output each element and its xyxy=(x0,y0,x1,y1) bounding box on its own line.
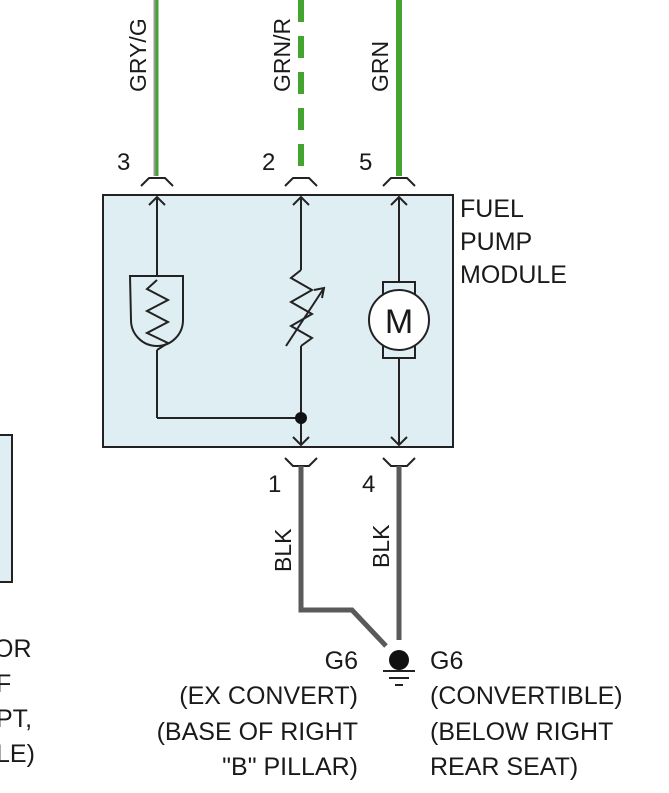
left-text-line-4: LE) xyxy=(0,740,35,768)
wire-label-grn-r: GRN/R xyxy=(269,18,295,92)
ground-symbol xyxy=(383,650,415,686)
module-label-line-1: FUEL xyxy=(460,195,524,223)
pin-1-label: 1 xyxy=(268,471,281,498)
bottom-connector-terminals xyxy=(284,457,416,467)
left-text-line-3: PT, xyxy=(0,705,32,733)
module-label-line-3: MODULE xyxy=(460,261,567,289)
ground-right-line-1: (CONVERTIBLE) xyxy=(430,682,623,710)
left-text-line-1: OR xyxy=(0,635,32,663)
left-component-box xyxy=(0,434,13,583)
wire-blk-pin-1 xyxy=(298,466,388,648)
module-label-line-2: PUMP xyxy=(460,228,532,256)
ground-right-line-3: REAR SEAT) xyxy=(430,753,578,781)
wire-label-blk-1: BLK xyxy=(270,528,296,572)
ground-left-line-2: (BASE OF RIGHT xyxy=(157,718,358,746)
wire-label-gry-g: GRY/G xyxy=(125,18,151,92)
ground-left-line-1: (EX CONVERT) xyxy=(179,682,358,710)
ground-right-id: G6 xyxy=(430,647,463,675)
ground-left-id: G6 xyxy=(325,647,358,675)
pin-4-label: 4 xyxy=(362,471,375,498)
left-text-line-2: F xyxy=(0,670,11,698)
top-connector-terminals xyxy=(140,177,416,187)
wire-label-blk-4: BLK xyxy=(368,524,394,568)
ground-left-line-3: "B" PILLAR) xyxy=(222,753,358,781)
wire-label-grn: GRN xyxy=(367,41,393,92)
motor-symbol: M xyxy=(385,303,413,341)
pin-3-label: 3 xyxy=(117,149,130,176)
pin-5-label: 5 xyxy=(359,149,372,176)
ground-right-line-2: (BELOW RIGHT xyxy=(430,718,613,746)
motor-circle xyxy=(368,289,430,351)
pin-2-label: 2 xyxy=(262,149,275,176)
junction-dot xyxy=(295,412,307,424)
